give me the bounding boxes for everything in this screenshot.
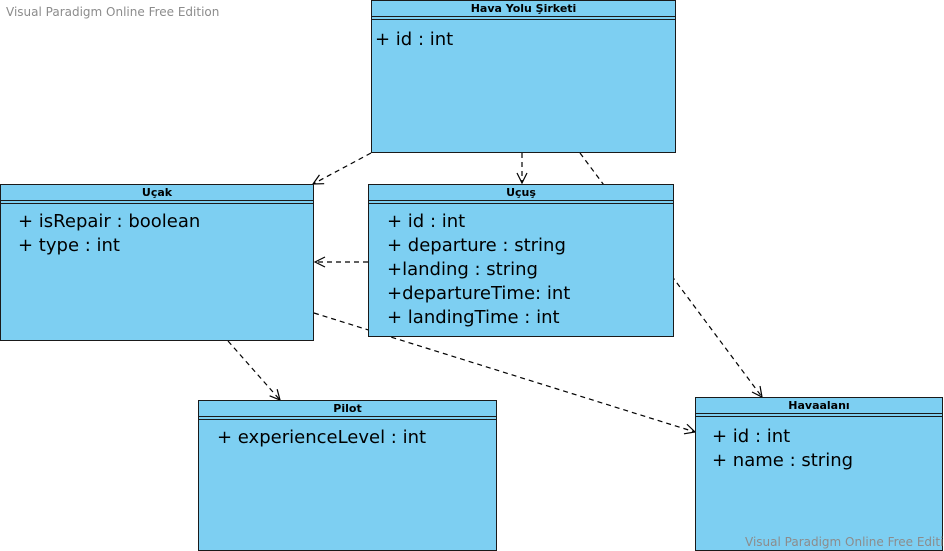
attribute: + name : string: [712, 450, 854, 471]
watermark-top: Visual Paradigm Online Free Edition: [6, 5, 220, 19]
class-ucus[interactable]: Uçuş + id : int + departure : string +la…: [368, 184, 674, 337]
attribute: + id : int: [387, 211, 466, 232]
attribute: + landingTime : int: [387, 307, 560, 328]
attribute: + departure : string: [387, 235, 566, 256]
operations-compartment: [696, 414, 942, 417]
class-pilot[interactable]: Pilot + experienceLevel : int: [198, 400, 497, 551]
attribute: + id : int: [712, 426, 791, 447]
attribute: +departureTime: int: [387, 283, 571, 304]
operations-compartment: [369, 201, 673, 204]
attribute: +landing : string: [387, 259, 538, 280]
operations-compartment: [1, 201, 313, 204]
class-hava-yolu-sirketi[interactable]: Hava Yolu Şirketi + id : int: [371, 0, 676, 153]
operations-compartment: [199, 417, 496, 420]
attribute: + isRepair : boolean: [18, 211, 201, 232]
operations-compartment: [372, 17, 675, 20]
class-havaalani[interactable]: Havaalanı + id : int + name : string: [695, 397, 943, 551]
class-name: Uçuş: [369, 185, 673, 201]
class-ucak[interactable]: Uçak + isRepair : boolean + type : int: [0, 184, 314, 341]
attribute: + experienceLevel : int: [217, 427, 427, 448]
class-name: Pilot: [199, 401, 496, 417]
attribute: + type : int: [18, 235, 120, 256]
class-name: Uçak: [1, 185, 313, 201]
link-havayolu-ucak: [313, 152, 372, 184]
watermark-bottom: Visual Paradigm Online Free Edition: [745, 535, 944, 549]
class-name: Havaalanı: [696, 398, 942, 414]
class-name: Hava Yolu Şirketi: [372, 1, 675, 17]
attribute: + id : int: [375, 29, 454, 50]
link-havayolu-havaalani: [579, 152, 762, 397]
link-ucak-pilot: [227, 340, 280, 400]
